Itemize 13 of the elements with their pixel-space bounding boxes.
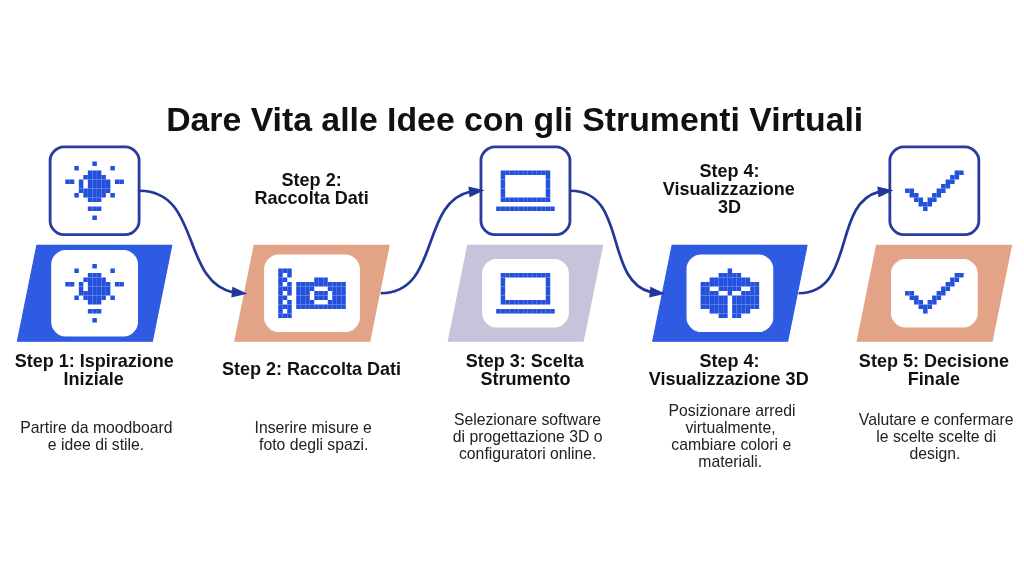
node-label: Step 2: Raccolta Dati <box>254 169 369 208</box>
node-label: Inserire misure e foto degli spazi. <box>254 418 372 453</box>
node-label: Step 2: Raccolta Dati <box>221 358 401 379</box>
node-label: Step 5: Decisione Finale <box>858 350 1009 389</box>
node-label: Selezionare software di progettazione 3D o configuratori online. <box>452 410 603 461</box>
node-label: Valutare e confermare le scelte scelte di design. <box>858 410 1014 461</box>
node-label: Step 4: Visualizzazione 3D <box>648 350 809 389</box>
node-label: Partire da moodboard e idee di stile. <box>19 418 173 453</box>
node-label: Step 1: Ispirazione Iniziale <box>14 350 174 389</box>
node-label: Step 4: Visualizzazione 3D <box>662 160 795 217</box>
node-label: Posizionare arredi virtualmente, cambiare colori e materiali. <box>668 401 795 470</box>
node-label: Step 3: Scelta Strumento <box>465 350 584 389</box>
diagram-title: Dare Vita alle Idee con gli Strumenti Virtuali <box>165 99 863 138</box>
